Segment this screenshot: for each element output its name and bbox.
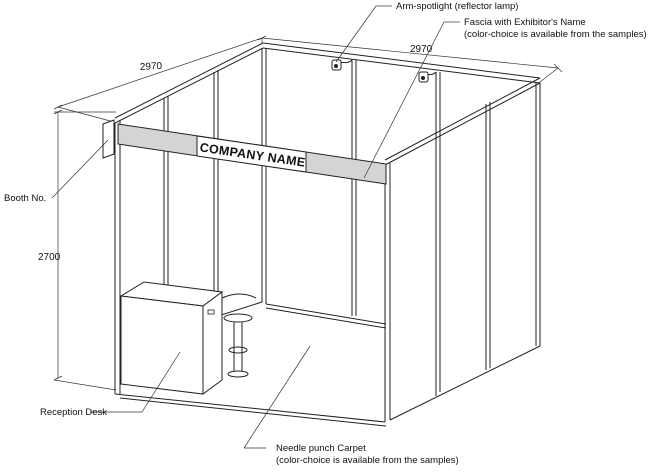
spotlight-icon [331, 59, 353, 71]
reception-desk [119, 281, 224, 395]
carpet-label-line1: Needle punch Carpet [276, 443, 366, 454]
reception-desk-label: Reception Desk [40, 407, 107, 418]
arm-spotlight-label: Arm-spotlight (reflector lamp) [396, 1, 518, 12]
company-name-panel [196, 135, 307, 173]
dimension-width-left: 2970 [140, 61, 163, 73]
fascia: COMPANY NAME [117, 123, 387, 185]
spotlight-icon [418, 71, 437, 83]
dimension-width-right: 2970 [410, 44, 433, 55]
labels: 2970 2970 2700 Arm-spotlight (reflector … [4, 1, 647, 466]
booth-frame [114, 42, 541, 427]
booth-no-label: Booth No. [4, 193, 46, 204]
booth-number-sign [102, 119, 115, 159]
carpet-label-line2: (color-choice is available from the samp… [276, 455, 459, 466]
stool [221, 293, 257, 378]
leader-lines [51, 5, 460, 449]
fascia-label-line2: (color-choice is available from the samp… [464, 29, 647, 40]
dimension-lines [53, 35, 563, 391]
fascia-label-line1: Fascia with Exhibitor's Name [464, 17, 586, 28]
dimension-height: 2700 [38, 252, 61, 263]
